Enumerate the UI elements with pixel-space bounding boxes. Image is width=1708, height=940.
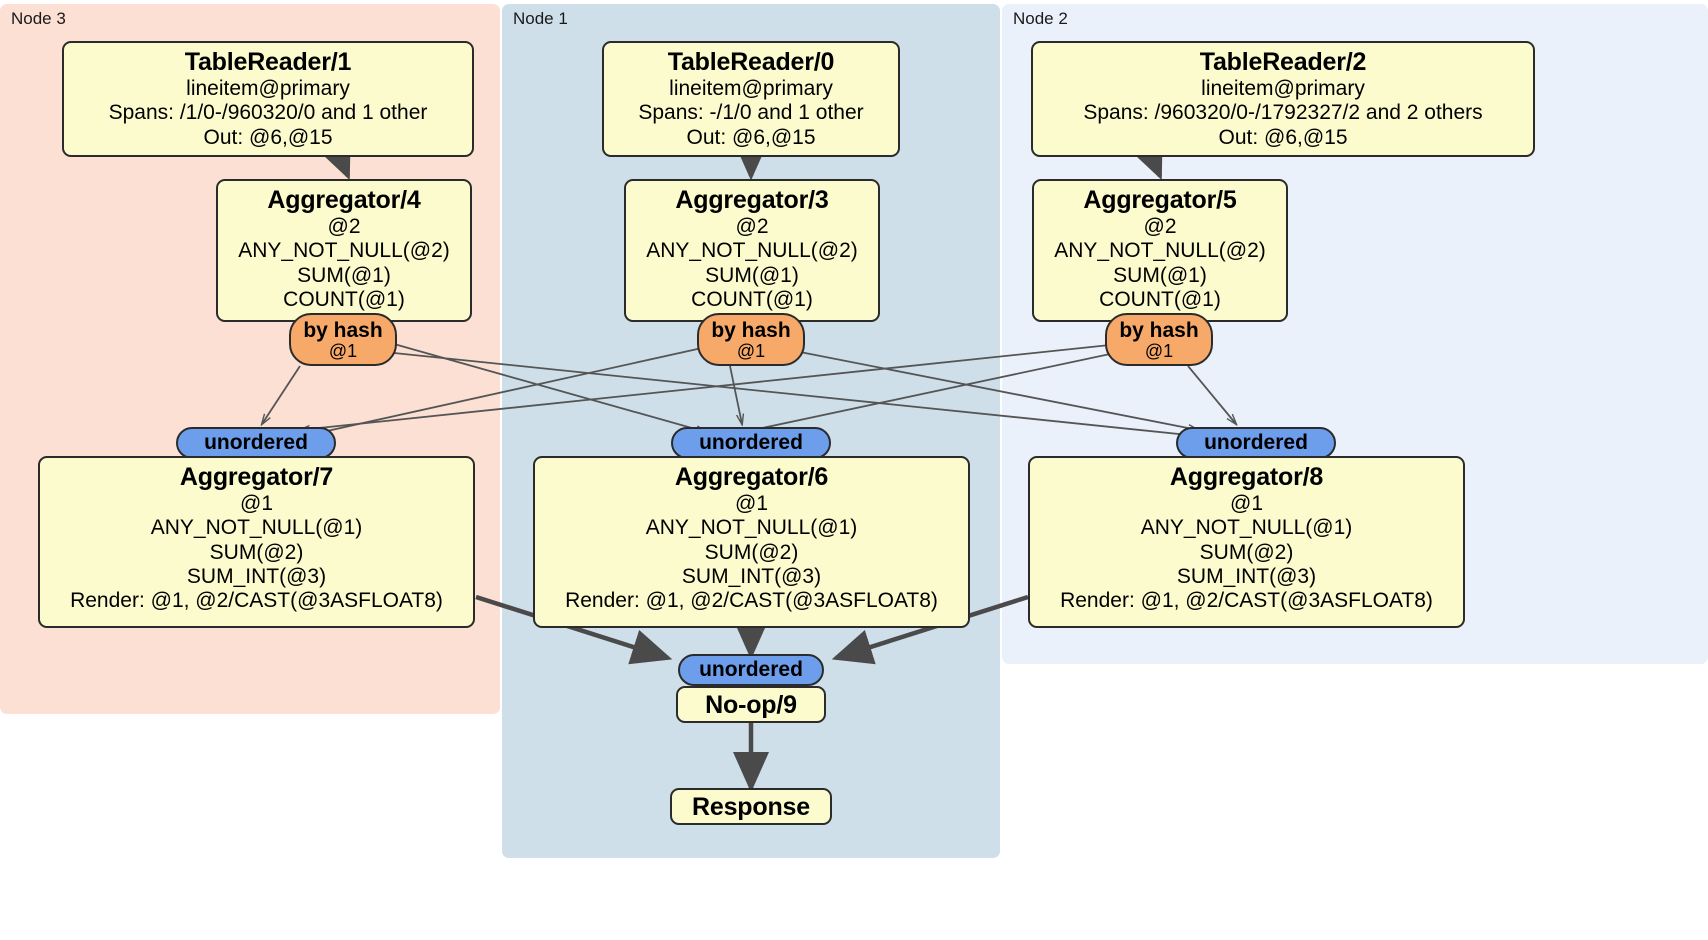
node-panel-label-node3: Node 3 bbox=[11, 9, 66, 28]
processor-line: SUM(@1) bbox=[1113, 263, 1207, 287]
processor-line: lineitem@primary bbox=[1201, 77, 1365, 100]
processor-line: Render: @1, @2/CAST(@3ASFLOAT8) bbox=[70, 589, 443, 613]
processor-line: @1 bbox=[240, 492, 273, 515]
processor-line: ANY_NOT_NULL(@2) bbox=[238, 239, 450, 263]
processor-table-reader-1[interactable]: TableReader/1 lineitem@primary Spans: /1… bbox=[62, 41, 474, 157]
processor-line: Out: @6,@15 bbox=[686, 125, 816, 149]
processor-line: SUM_INT(@3) bbox=[1176, 565, 1317, 589]
processor-title: TableReader/0 bbox=[667, 48, 835, 76]
processor-line: ANY_NOT_NULL(@1) bbox=[1140, 516, 1353, 540]
processor-line: SUM_INT(@3) bbox=[681, 565, 822, 589]
processor-table-reader-0[interactable]: TableReader/0 lineitem@primary Spans: -/… bbox=[602, 41, 900, 157]
router-label: unordered bbox=[699, 431, 803, 455]
processor-line: @2 bbox=[327, 215, 361, 238]
processor-line: COUNT(@1) bbox=[691, 288, 813, 312]
processor-line: ANY_NOT_NULL(@2) bbox=[646, 239, 858, 263]
processor-title: Aggregator/3 bbox=[675, 186, 829, 214]
processor-line: Render: @1, @2/CAST(@3ASFLOAT8) bbox=[565, 589, 938, 613]
processor-title: Aggregator/4 bbox=[267, 186, 421, 214]
router-detail: @1 bbox=[328, 341, 358, 362]
router-label: unordered bbox=[699, 658, 803, 682]
processor-title: Aggregator/7 bbox=[179, 463, 334, 491]
processor-title: No-op/9 bbox=[705, 691, 797, 719]
router-unordered-final[interactable]: unordered bbox=[678, 654, 824, 686]
processor-aggregator-4[interactable]: Aggregator/4 @2 ANY_NOT_NULL(@2) SUM(@1)… bbox=[216, 179, 472, 322]
processor-line: @1 bbox=[735, 492, 768, 515]
node-panel-label-node1: Node 1 bbox=[513, 9, 568, 28]
processor-line: lineitem@primary bbox=[669, 77, 833, 100]
processor-line: ANY_NOT_NULL(@1) bbox=[150, 516, 363, 540]
processor-line: Spans: /960320/0-/1792327/2 and 2 others bbox=[1083, 101, 1483, 125]
processor-line: @2 bbox=[735, 215, 769, 238]
processor-line: SUM(@1) bbox=[705, 263, 799, 287]
processor-aggregator-7[interactable]: Aggregator/7 @1 ANY_NOT_NULL(@1) SUM(@2)… bbox=[38, 456, 475, 628]
processor-line: lineitem@primary bbox=[186, 77, 350, 100]
router-unordered-mid[interactable]: unordered bbox=[671, 427, 831, 459]
router-by-hash-right[interactable]: by hash @1 bbox=[1105, 313, 1213, 366]
processor-line: Render: @1, @2/CAST(@3ASFLOAT8) bbox=[1060, 589, 1433, 613]
router-label: unordered bbox=[204, 431, 308, 455]
processor-table-reader-2[interactable]: TableReader/2 lineitem@primary Spans: /9… bbox=[1031, 41, 1535, 157]
processor-title: TableReader/2 bbox=[1199, 48, 1367, 76]
processor-aggregator-8[interactable]: Aggregator/8 @1 ANY_NOT_NULL(@1) SUM(@2)… bbox=[1028, 456, 1465, 628]
processor-title: Response bbox=[692, 793, 810, 821]
router-unordered-right[interactable]: unordered bbox=[1176, 427, 1336, 459]
processor-title: Aggregator/5 bbox=[1083, 186, 1237, 214]
processor-aggregator-6[interactable]: Aggregator/6 @1 ANY_NOT_NULL(@1) SUM(@2)… bbox=[533, 456, 970, 628]
processor-line: @1 bbox=[1230, 492, 1263, 515]
router-detail: @1 bbox=[736, 341, 766, 362]
router-by-hash-left[interactable]: by hash @1 bbox=[289, 313, 397, 366]
processor-line: Out: @6,@15 bbox=[1218, 125, 1348, 149]
processor-title: Aggregator/8 bbox=[1169, 463, 1324, 491]
processor-response[interactable]: Response bbox=[670, 788, 832, 825]
processor-line: ANY_NOT_NULL(@2) bbox=[1054, 239, 1266, 263]
router-label: by hash bbox=[1119, 319, 1199, 342]
processor-no-op-9[interactable]: No-op/9 bbox=[676, 686, 826, 723]
processor-line: SUM(@1) bbox=[297, 263, 391, 287]
processor-aggregator-5[interactable]: Aggregator/5 @2 ANY_NOT_NULL(@2) SUM(@1)… bbox=[1032, 179, 1288, 322]
processor-line: ANY_NOT_NULL(@1) bbox=[645, 516, 858, 540]
processor-line: SUM_INT(@3) bbox=[186, 565, 327, 589]
processor-line: Out: @6,@15 bbox=[203, 125, 333, 149]
processor-line: Spans: /1/0-/960320/0 and 1 other bbox=[108, 101, 428, 125]
processor-line: SUM(@2) bbox=[209, 540, 304, 564]
router-label: by hash bbox=[711, 319, 791, 342]
processor-title: Aggregator/6 bbox=[674, 463, 829, 491]
processor-line: Spans: -/1/0 and 1 other bbox=[638, 101, 864, 125]
processor-title: TableReader/1 bbox=[184, 48, 352, 76]
router-unordered-left[interactable]: unordered bbox=[176, 427, 336, 459]
processor-aggregator-3[interactable]: Aggregator/3 @2 ANY_NOT_NULL(@2) SUM(@1)… bbox=[624, 179, 880, 322]
router-detail: @1 bbox=[1144, 341, 1174, 362]
processor-line: SUM(@2) bbox=[704, 540, 799, 564]
router-by-hash-mid[interactable]: by hash @1 bbox=[697, 313, 805, 366]
processor-line: @2 bbox=[1143, 215, 1177, 238]
processor-line: SUM(@2) bbox=[1199, 540, 1294, 564]
processor-line: COUNT(@1) bbox=[283, 288, 405, 312]
processor-line: COUNT(@1) bbox=[1099, 288, 1221, 312]
router-label: by hash bbox=[303, 319, 383, 342]
node-panel-label-node2: Node 2 bbox=[1013, 9, 1068, 28]
router-label: unordered bbox=[1204, 431, 1308, 455]
